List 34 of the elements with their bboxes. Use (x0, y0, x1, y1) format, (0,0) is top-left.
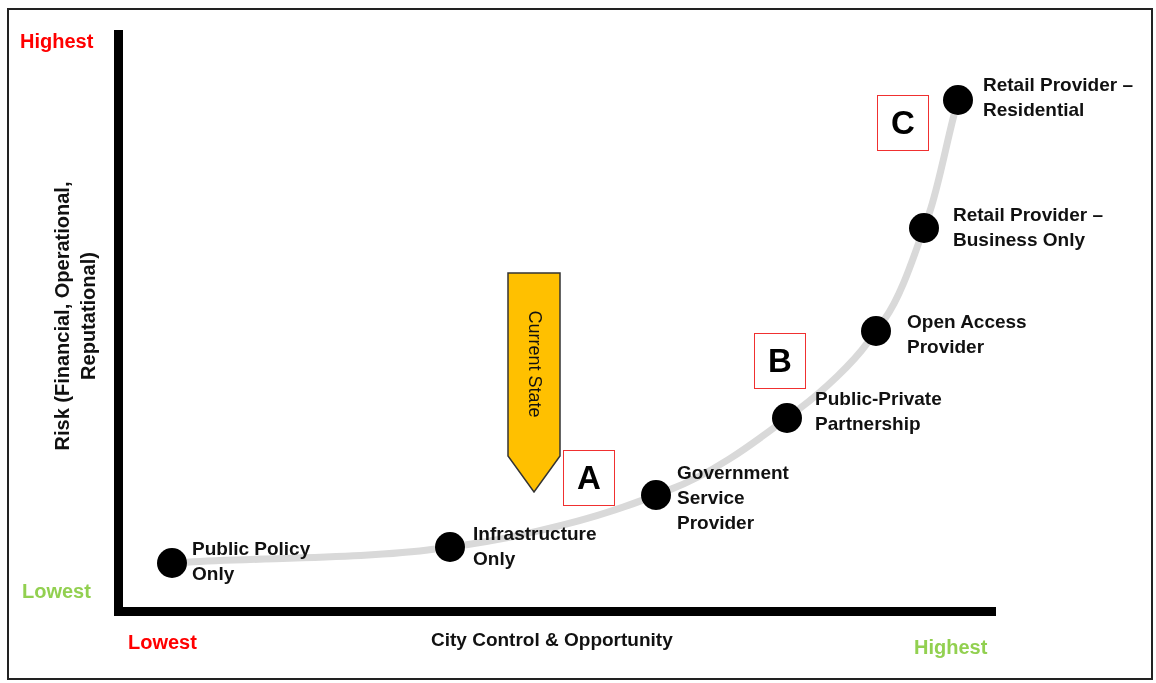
axis-label: Lowest (22, 579, 91, 604)
curve-segment (464, 497, 644, 549)
marker-box (563, 450, 615, 506)
stage-dot (943, 85, 973, 115)
stage-label: Infrastructure Only (473, 522, 598, 571)
marker-box (754, 333, 806, 389)
pointer-text: Current State (523, 310, 545, 418)
stage-label: Retail Provider – Business Only (953, 203, 1104, 252)
marker-box (877, 95, 929, 151)
curve-segment (186, 545, 436, 566)
axis-title: Risk (Financial, Operational, Reputational) (50, 181, 100, 451)
curve-segment (668, 424, 778, 493)
stage-dot (772, 403, 802, 433)
curve-segment (881, 240, 923, 321)
axis-label: Highest (914, 635, 988, 660)
stage-label: Public Policy Only (192, 537, 312, 586)
axis-label: City Control & Opportunity (431, 628, 673, 652)
stage-label: Public-Private Partnership (815, 387, 943, 436)
axis-label: Lowest (128, 630, 197, 655)
stage-dot (157, 548, 187, 578)
stage-label: Government Service Provider (677, 461, 790, 535)
marker-letter: A (577, 459, 601, 497)
stage-dot (861, 316, 891, 346)
stage-label: Open Access Provider (907, 310, 1028, 359)
axis-label: Highest (20, 29, 94, 54)
curve-segment (925, 113, 958, 215)
marker-letter: B (768, 342, 792, 380)
stage-dot (641, 480, 671, 510)
down-pointer-shape (507, 272, 561, 494)
curve-segment (796, 341, 870, 412)
marker-letter: C (891, 104, 915, 142)
stage-dot (909, 213, 939, 243)
stage-dot (435, 532, 465, 562)
stage-label: Retail Provider – Residential (983, 73, 1134, 122)
